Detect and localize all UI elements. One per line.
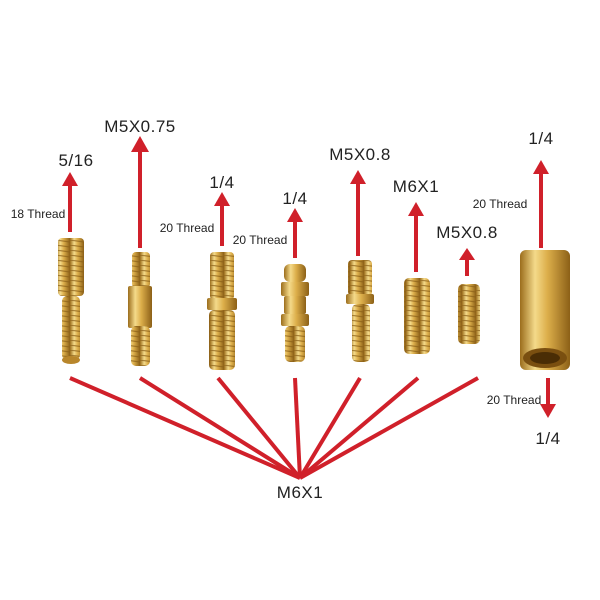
adapter-7 [458, 284, 480, 344]
adapter-6 [404, 278, 430, 354]
adapter-1-thread-label: 18 Thread [11, 207, 66, 221]
adapter-3-top-label: 1/4 [209, 173, 234, 192]
adapter-7-top-label: M5X0.8 [436, 223, 498, 242]
arrow-up-icon [350, 170, 366, 256]
arrow-down-icon [540, 378, 556, 418]
adapter-5 [346, 260, 374, 362]
common-connector-lines [69, 376, 479, 480]
adapter-8-bottom-label: 1/4 [535, 429, 560, 448]
arrow-up-icon [287, 208, 303, 258]
adapter-8 [520, 250, 570, 370]
adapter-5-top-label: M5X0.8 [329, 145, 391, 164]
adapter-6-top-label: M6X1 [393, 177, 439, 196]
adapter-3 [207, 252, 237, 370]
arrow-up-icon [533, 160, 549, 248]
adapter-4-thread-label: 20 Thread [233, 233, 288, 247]
adapter-2 [128, 252, 152, 366]
adapter-8-thread-top-label: 20 Thread [473, 197, 528, 211]
adapter-4-top-label: 1/4 [282, 189, 307, 208]
adapter-2-top-label: M5X0.75 [104, 117, 176, 136]
adapter-4 [281, 264, 309, 362]
adapter-3-thread-label: 20 Thread [160, 221, 215, 235]
arrow-up-icon [459, 248, 475, 276]
arrow-up-icon [408, 202, 424, 272]
arrow-up-icon [131, 136, 149, 248]
up-arrows [62, 136, 556, 418]
adapter-1 [58, 238, 84, 364]
adapter-8-top-label: 1/4 [528, 129, 553, 148]
adapter-8-thread-bottom-label: 20 Thread [487, 393, 542, 407]
arrow-up-icon [62, 172, 78, 232]
common-bottom-label: M6X1 [277, 483, 323, 502]
adapter-1-top-label: 5/16 [58, 151, 93, 170]
arrow-up-icon [214, 192, 230, 246]
